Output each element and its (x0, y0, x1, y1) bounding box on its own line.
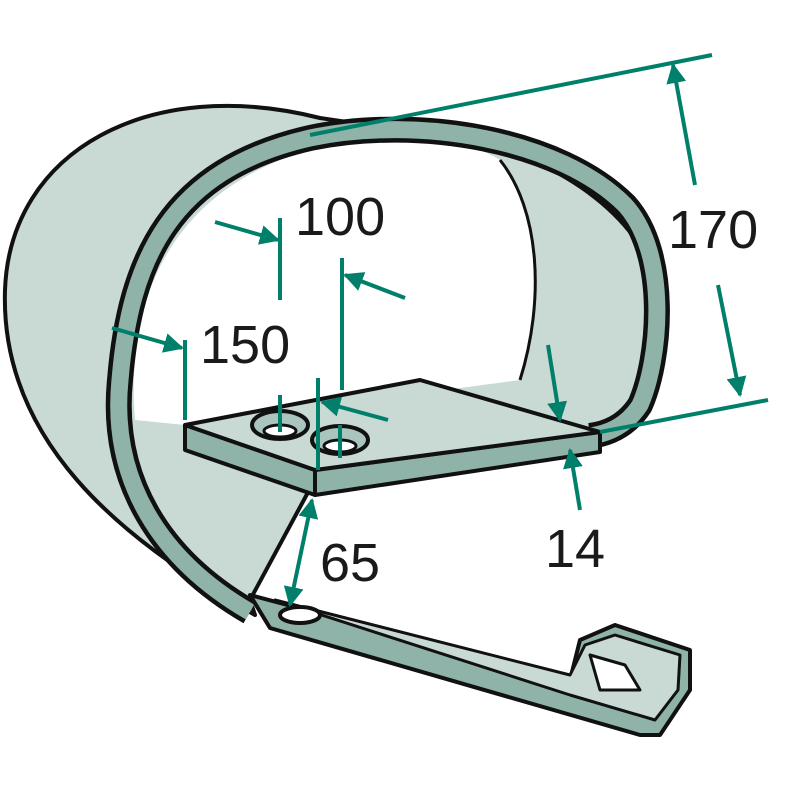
dimension-lines (111, 53, 769, 607)
square-hole (588, 653, 642, 692)
dimension-14-label: 14 (545, 519, 606, 579)
dimension-170-label: 170 (668, 200, 759, 260)
dimension-65-label: 65 (320, 533, 381, 593)
strip-hole (278, 605, 322, 625)
lower-strip (248, 593, 692, 737)
dimension-100-label: 100 (295, 187, 386, 247)
opening (133, 139, 536, 425)
dimension-150-label: 150 (200, 315, 291, 375)
